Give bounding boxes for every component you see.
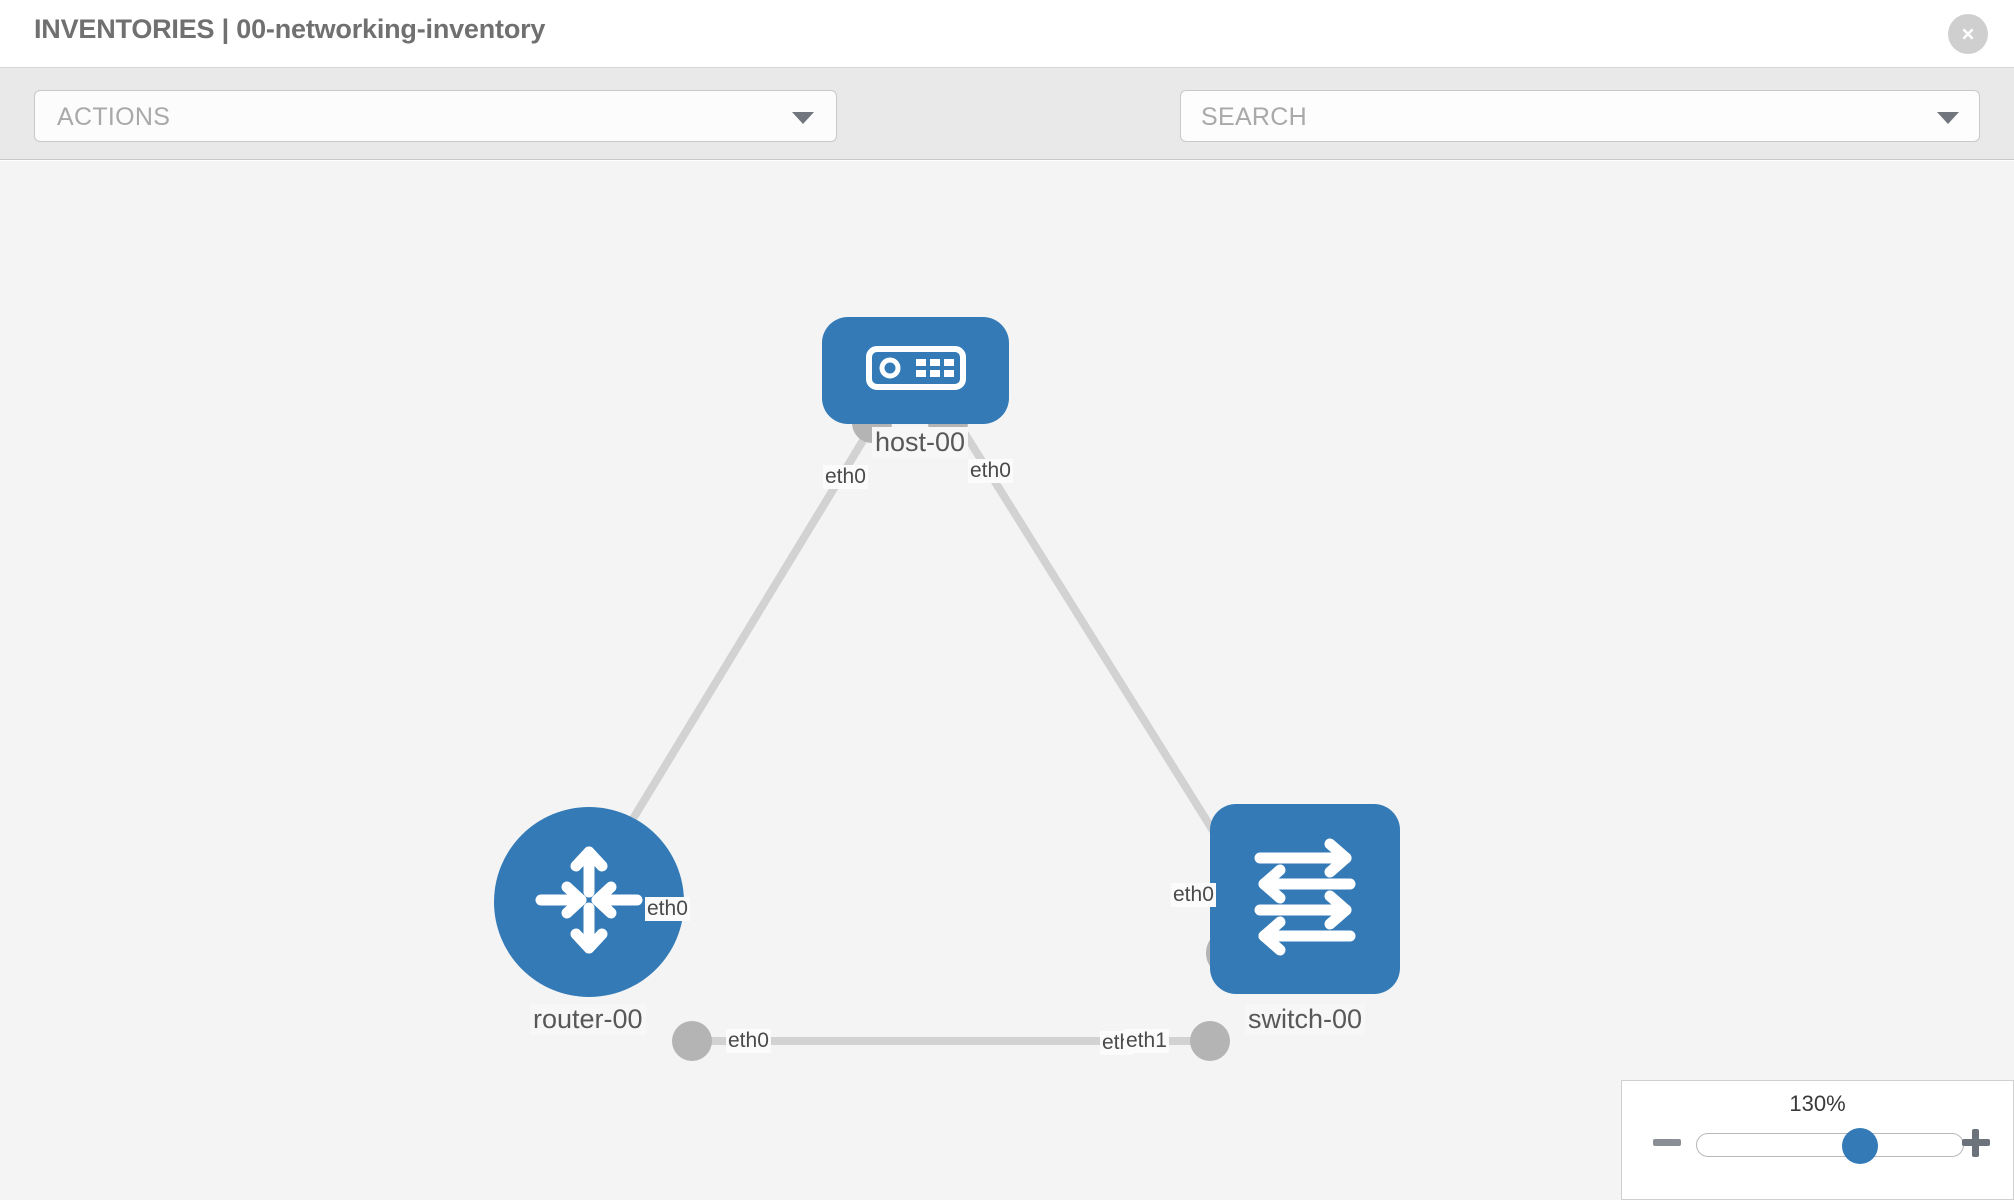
host-00-shape[interactable] <box>822 317 1009 424</box>
chevron-down-icon <box>1937 112 1959 124</box>
topology-node-label-switch-00: switch-00 <box>1245 1004 1366 1035</box>
interface-label: eth <box>1100 1031 1134 1055</box>
zoom-slider-thumb[interactable] <box>1842 1128 1878 1164</box>
interface-label: eth0 <box>645 897 690 921</box>
interface-label: eth0 <box>968 459 1013 483</box>
zoom-in-button[interactable] <box>1959 1126 1993 1160</box>
page-header: INVENTORIES | 00-networking-inventory <box>0 0 2014 68</box>
chevron-down-icon <box>792 112 814 124</box>
page-title: INVENTORIES | 00-networking-inventory <box>34 14 546 44</box>
actions-dropdown[interactable]: ACTIONS <box>34 90 837 142</box>
interface-label: eth1 <box>1124 1029 1169 1053</box>
link-endpoint <box>1190 1021 1230 1061</box>
topology-node-label-host-00: host-00 <box>872 427 969 458</box>
topology-node-label-router-00: router-00 <box>530 1004 646 1035</box>
zoom-out-button[interactable] <box>1650 1126 1684 1160</box>
link-endpoint <box>672 1021 712 1061</box>
interface-label: eth0 <box>1171 883 1216 907</box>
topology-node-switch-00[interactable] <box>1210 804 1400 994</box>
switch-00-shape[interactable] <box>1210 804 1400 994</box>
interface-label: eth0 <box>823 465 868 489</box>
search-placeholder: SEARCH <box>1201 103 1307 131</box>
topology-canvas[interactable]: host-00 router-00 <box>0 161 2014 1200</box>
zoom-slider[interactable] <box>1696 1128 1964 1164</box>
switch-arrows-icon <box>1244 836 1366 963</box>
close-button[interactable] <box>1948 14 1988 54</box>
zoom-level-value: 130% <box>1789 1091 1846 1116</box>
zoom-control-panel: 130% <box>1621 1080 2014 1200</box>
topology-node-host-00[interactable] <box>822 317 1009 424</box>
toolbar: ACTIONS SEARCH <box>0 68 2014 200</box>
search-input[interactable]: SEARCH <box>1180 90 1980 142</box>
router-arrows-icon <box>531 842 647 963</box>
server-icon <box>865 346 966 395</box>
actions-dropdown-label: ACTIONS <box>57 103 171 131</box>
interface-label: eth0 <box>726 1029 771 1053</box>
